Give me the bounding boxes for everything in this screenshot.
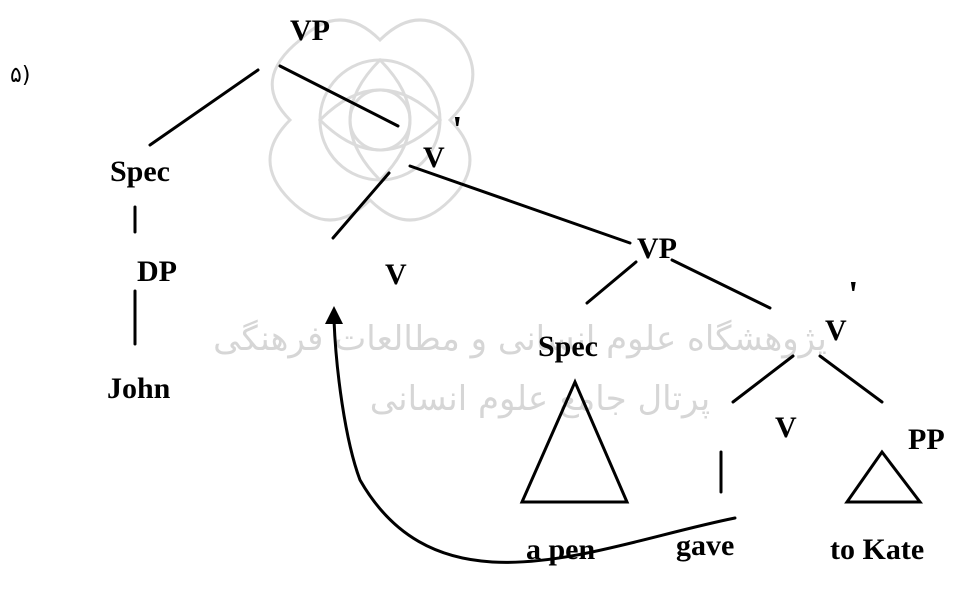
node-vbar-lower-prime: ' — [848, 274, 859, 316]
leaf-to-kate: to Kate — [830, 533, 924, 566]
movement-arrow — [332, 318, 737, 564]
tree-nodes: VP Spec V ' DP John V VP Spec V ' V PP a… — [107, 14, 945, 566]
edge-vbar-v-lower — [731, 354, 795, 404]
node-dp: DP — [137, 255, 177, 288]
node-vp-lower: VP — [637, 232, 677, 265]
edge-vbar-v — [331, 171, 391, 240]
node-vbar-lower: V — [825, 314, 847, 347]
node-spec-top: Spec — [110, 155, 170, 188]
tree-edges — [133, 64, 884, 494]
node-vbar-top-prime: ' — [452, 109, 463, 151]
triangle-spec-lower — [519, 378, 630, 504]
watermark-line2: پرتال جامع علوم انسانی — [370, 379, 710, 419]
node-john: John — [107, 372, 171, 405]
watermark-line1: پژوهشگاه علوم انسانی و مطالعات فرهنگی — [213, 319, 827, 359]
node-vp-top: VP — [290, 14, 330, 47]
node-spec-lower: Spec — [538, 330, 598, 363]
edge-vp-vbar — [278, 64, 400, 128]
node-v-lower: V — [775, 411, 797, 444]
watermark-emblem — [268, 18, 475, 222]
node-pp: PP — [908, 423, 945, 456]
example-number: ۵) — [10, 63, 30, 88]
arrow-head — [325, 306, 343, 324]
edge-vbar-vp — [408, 164, 632, 245]
leaf-gave: gave — [676, 529, 734, 562]
edge-vp-vbar-lower — [670, 258, 772, 310]
leaf-a-pen: a pen — [526, 533, 596, 566]
edge-vp-spec — [148, 68, 260, 147]
node-vbar-top: V — [423, 141, 445, 174]
edge-vp-spec-lower — [585, 260, 638, 305]
edge-vbar-pp — [818, 354, 884, 404]
triangle-pp — [844, 449, 924, 504]
node-v-empty: V — [385, 258, 407, 291]
